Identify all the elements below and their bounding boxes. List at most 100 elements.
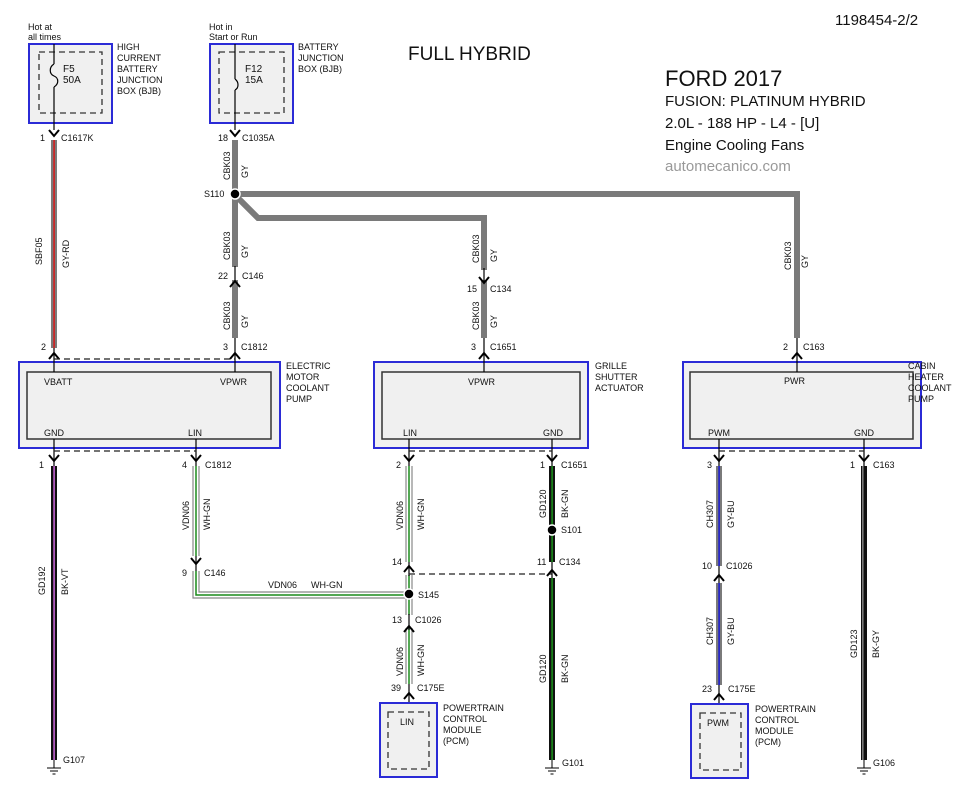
bjb-high-current: Hot at all times F5 50A HIGH CURRENT BAT… <box>28 22 163 130</box>
connector-id: C134 <box>559 557 581 567</box>
module-name-line: ELECTRIC <box>286 361 331 371</box>
engine-spec: 2.0L - 188 HP - L4 - [U] <box>665 115 820 132</box>
pin-number: 18 <box>218 133 228 143</box>
pin-label: VPWR <box>468 377 496 387</box>
pin-number: 15 <box>467 284 477 294</box>
wire-sbf05 <box>51 140 57 348</box>
module-name-line: MODULE <box>443 725 482 735</box>
wire-color-label: BK-VT <box>60 568 70 595</box>
pin-label: LIN <box>188 428 202 438</box>
module-name-line: MOTOR <box>286 372 320 382</box>
pin-number: 1 <box>540 460 545 470</box>
wire-color-label: GY <box>489 315 499 328</box>
fuse-id: F12 <box>245 64 263 75</box>
module-name-line: POWERTRAIN <box>443 703 504 713</box>
wire-gd123 <box>861 466 867 760</box>
wire-color-label: GY-BU <box>726 617 736 645</box>
grille-shutter-actuator: VPWR LIN GND GRILLE SHUTTER ACTUATOR <box>373 361 644 449</box>
diagram-subtitle: FULL HYBRID <box>408 44 531 65</box>
module-name-line: BOX (BJB) <box>117 86 161 96</box>
connector-id: C146 <box>204 568 226 578</box>
splice-dot <box>403 588 415 600</box>
module-name-line: BATTERY <box>298 42 339 52</box>
pin-label: GND <box>44 428 65 438</box>
connector-id: C1812 <box>205 460 232 470</box>
module-dashed-box <box>387 711 430 770</box>
watermark-link[interactable]: automecanico.com <box>665 158 791 175</box>
pin-number: 2 <box>783 342 788 352</box>
fuse-rating: 15A <box>245 75 263 86</box>
pin-label: PWM <box>708 428 730 438</box>
wire-circuit-label: CBK03 <box>471 301 481 330</box>
pin-label: PWM <box>707 718 729 728</box>
connector-id: C163 <box>873 460 895 470</box>
system-name: Engine Cooling Fans <box>665 137 805 154</box>
wire-color-label: GY <box>800 255 810 268</box>
wire-circuit-label: GD192 <box>37 566 47 595</box>
connector-id: C163 <box>803 342 825 352</box>
wire-color-label: GY-BU <box>726 500 736 528</box>
bjb: Hot in Start or Run F12 15A BATTERY JUNC… <box>209 22 344 130</box>
pin-number: 39 <box>391 683 401 693</box>
ground-label: G101 <box>562 758 584 768</box>
wire-circuit-label: CH307 <box>705 617 715 645</box>
module-dashed-box <box>38 51 103 114</box>
module-name-line: ACTUATOR <box>595 383 644 393</box>
module-name-line: CABIN <box>908 361 936 371</box>
wire-cbk03 <box>232 140 800 338</box>
module-name-line: JUNCTION <box>298 53 344 63</box>
wire-circuit-label: CBK03 <box>222 231 232 260</box>
module-name-line: HIGH <box>117 42 140 52</box>
module-name-line: PUMP <box>908 394 934 404</box>
pin-label: PWR <box>784 376 805 386</box>
electric-motor-coolant-pump: VBATT VPWR GND LIN ELECTRIC MOTOR COOLAN… <box>18 361 331 449</box>
module-name-line: PUMP <box>286 394 312 404</box>
wire-circuit-label: CBK03 <box>222 301 232 330</box>
pin-number: 13 <box>392 615 402 625</box>
source-note-line: Hot at <box>28 22 53 32</box>
module-inner-box <box>26 371 272 440</box>
connector-id: C1812 <box>241 342 268 352</box>
pin-label: LIN <box>403 428 417 438</box>
fuse-rating: 50A <box>63 75 81 86</box>
fuse-icon <box>234 78 239 91</box>
module-dashed-box <box>218 51 285 114</box>
module-name-line: (PCM) <box>443 736 469 746</box>
module-name-line: MODULE <box>755 726 794 736</box>
wire-circuit-label: GD120 <box>538 489 548 518</box>
document-id: 1198454-2/2 <box>835 12 919 29</box>
pin-number: 3 <box>223 342 228 352</box>
wire-circuit-label: CBK03 <box>222 151 232 180</box>
wire-circuit-label: GD120 <box>538 654 548 683</box>
pin-label: GND <box>543 428 564 438</box>
module-name-line: POWERTRAIN <box>755 704 816 714</box>
splice-label: S145 <box>418 590 439 600</box>
pcm-pwm-module: PWM POWERTRAIN CONTROL MODULE (PCM) <box>690 703 816 779</box>
wire-circuit-label: CBK03 <box>783 241 793 270</box>
module-name-line: GRILLE <box>595 361 627 371</box>
connector-icon <box>229 129 241 137</box>
connector-id: C1651 <box>561 460 588 470</box>
pin-number: 11 <box>537 557 546 567</box>
vehicle-model: FUSION: PLATINUM HYBRID <box>665 93 866 110</box>
wire-ch307 <box>716 466 722 685</box>
pin-label: VPWR <box>220 377 248 387</box>
module-dashed-box <box>699 712 742 771</box>
pcm-lin-module: LIN POWERTRAIN CONTROL MODULE (PCM) <box>379 702 504 778</box>
wire-color-label: GY-RD <box>61 239 71 268</box>
source-note-line: Start or Run <box>209 32 258 42</box>
wire-circuit-label: VDN06 <box>268 580 297 590</box>
pin-number: 1 <box>39 460 44 470</box>
module-name-line: JUNCTION <box>117 75 163 85</box>
wire-color-label: BK-GY <box>871 630 881 658</box>
wire-color-label: WH-GN <box>202 499 212 531</box>
module-name-line: CONTROL <box>443 714 487 724</box>
cabin-heater-coolant-pump: PWR PWM GND CABIN HEATER COOLANT PUMP <box>682 361 952 449</box>
wire-circuit-label: CBK03 <box>471 234 481 263</box>
module-name-line: HEATER <box>908 372 944 382</box>
connector-id: C1035A <box>242 133 275 143</box>
module-name-line: COOLANT <box>286 383 330 393</box>
module-inner-box <box>689 371 914 440</box>
pin-number: 1 <box>40 133 45 143</box>
pin-number: 1 <box>850 460 855 470</box>
